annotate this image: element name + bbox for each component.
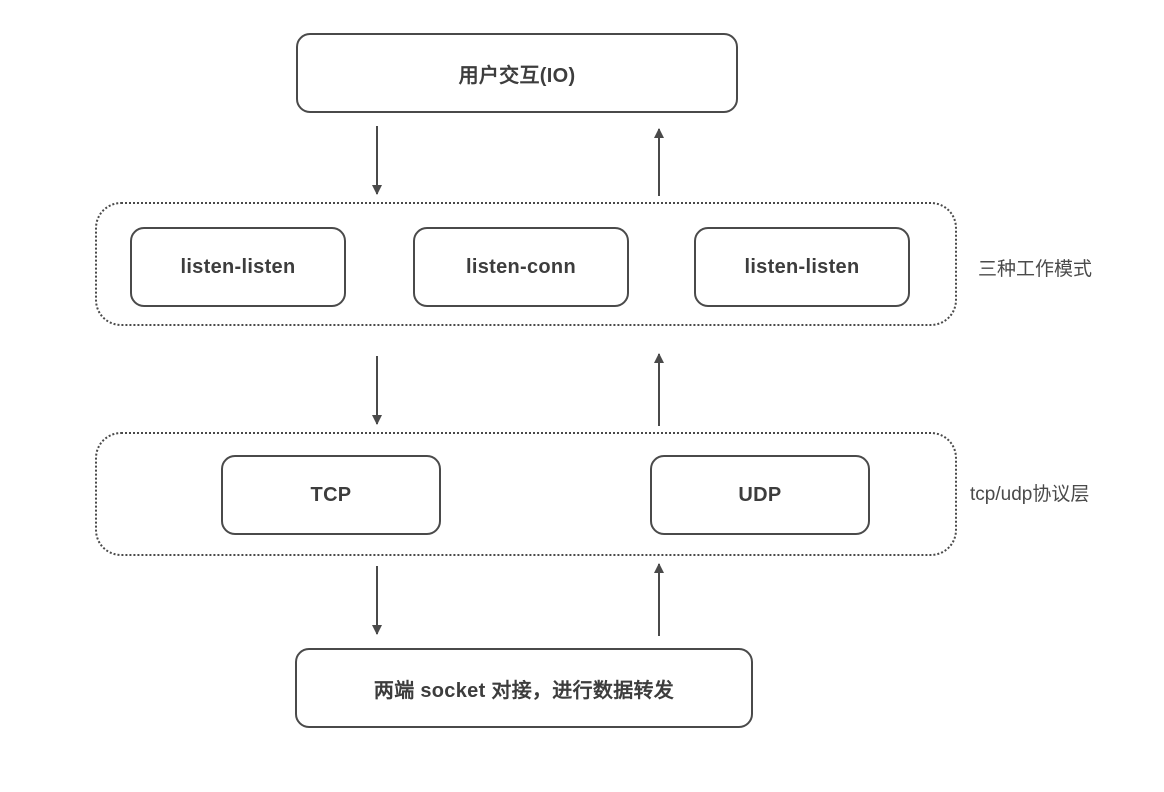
- node-listen-listen-1-label: listen-listen: [180, 255, 296, 278]
- modes-group-label: 三种工作模式: [978, 259, 1093, 280]
- node-user-io-label: 用户交互(IO): [458, 64, 576, 87]
- protocol-group-container: TCP UDP: [95, 432, 957, 556]
- node-listen-listen-1: listen-listen: [130, 227, 346, 307]
- node-tcp-label: TCP: [310, 483, 352, 506]
- node-udp-label: UDP: [738, 483, 782, 506]
- protocol-group-label: tcp/udp协议层: [970, 484, 1090, 505]
- node-udp: UDP: [650, 455, 870, 535]
- modes-group-container: listen-listen listen-conn listen-listen: [95, 202, 957, 326]
- node-listen-listen-2-label: listen-listen: [744, 255, 860, 278]
- node-socket-forward-label: 两端 socket 对接，进行数据转发: [373, 679, 675, 702]
- node-socket-forward: 两端 socket 对接，进行数据转发: [295, 648, 753, 728]
- node-listen-listen-2: listen-listen: [694, 227, 910, 307]
- node-user-io: 用户交互(IO): [296, 33, 738, 113]
- node-listen-conn-label: listen-conn: [466, 255, 576, 278]
- node-tcp: TCP: [221, 455, 441, 535]
- node-listen-conn: listen-conn: [413, 227, 629, 307]
